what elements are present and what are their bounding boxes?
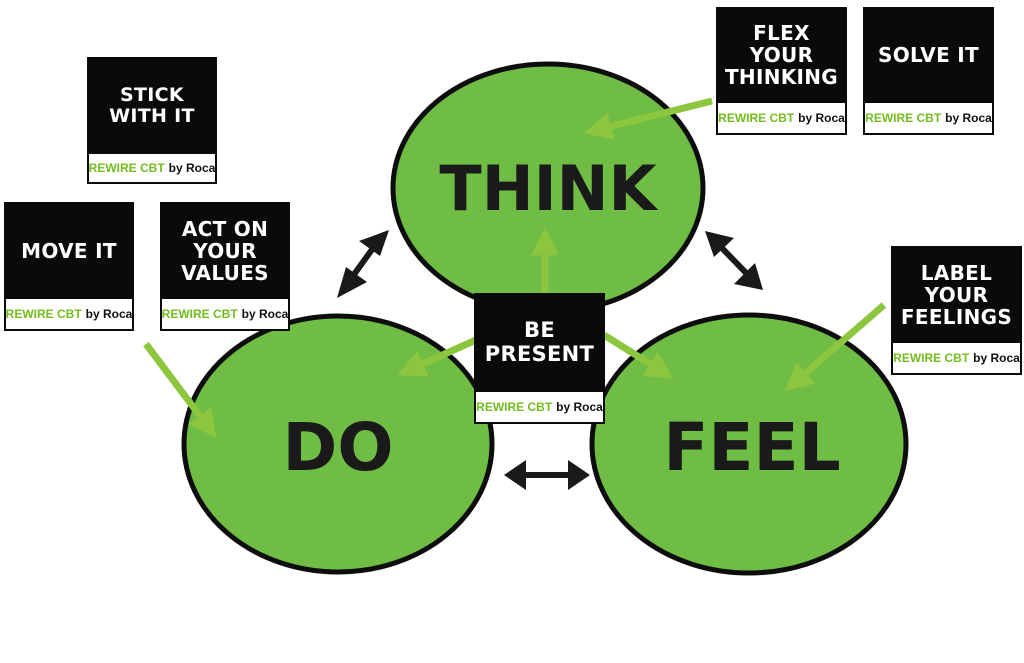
brand-suffix: by Roca	[85, 307, 133, 321]
present-to-do-arrow	[397, 336, 478, 377]
brand-name: REWIRE CBT	[5, 307, 82, 321]
think-do-double-arrow	[337, 230, 389, 298]
flex-pointer-arrow	[583, 97, 713, 140]
do-label: DO	[283, 409, 394, 486]
brand-name: REWIRE CBT	[476, 400, 553, 414]
flex-your-thinking-text: FLEX YOUR THINKING	[716, 7, 847, 103]
label-pointer-arrow	[784, 302, 887, 392]
be-present-text: BE PRESENT	[474, 293, 605, 392]
brand-name: REWIRE CBT	[893, 351, 970, 365]
brand-name: REWIRE CBT	[88, 161, 165, 175]
do-feel-double-arrow	[504, 460, 590, 490]
brand-suffix: by Roca	[798, 111, 845, 125]
present-to-feel-arrow	[602, 332, 674, 379]
think-label: THINK	[439, 152, 658, 225]
brand-name: REWIRE CBT	[161, 307, 238, 321]
feel-circle	[589, 312, 909, 576]
brand-suffix: by Roca	[945, 111, 992, 125]
move-it-text: MOVE IT	[4, 202, 134, 299]
think-feel-double-arrow	[705, 231, 763, 290]
feel-label: FEEL	[663, 409, 840, 486]
brand-name: REWIRE CBT	[718, 111, 795, 125]
label-your-feelings-text: LABEL YOUR FEELINGS	[891, 246, 1022, 343]
move-pointer-arrow	[143, 341, 217, 439]
brand-suffix: by Roca	[241, 307, 289, 321]
act-on-your-values-text: ACT ON YOUR VALUES	[160, 202, 290, 299]
brand-suffix: by Roca	[973, 351, 1020, 365]
stick-with-it-text: STICK WITH IT	[87, 57, 217, 154]
brand-suffix: by Roca	[556, 400, 603, 414]
solve-it-text: SOLVE IT	[863, 7, 994, 103]
do-circle	[181, 313, 495, 575]
brand-suffix: by Roca	[168, 161, 216, 175]
brand-name: REWIRE CBT	[865, 111, 942, 125]
